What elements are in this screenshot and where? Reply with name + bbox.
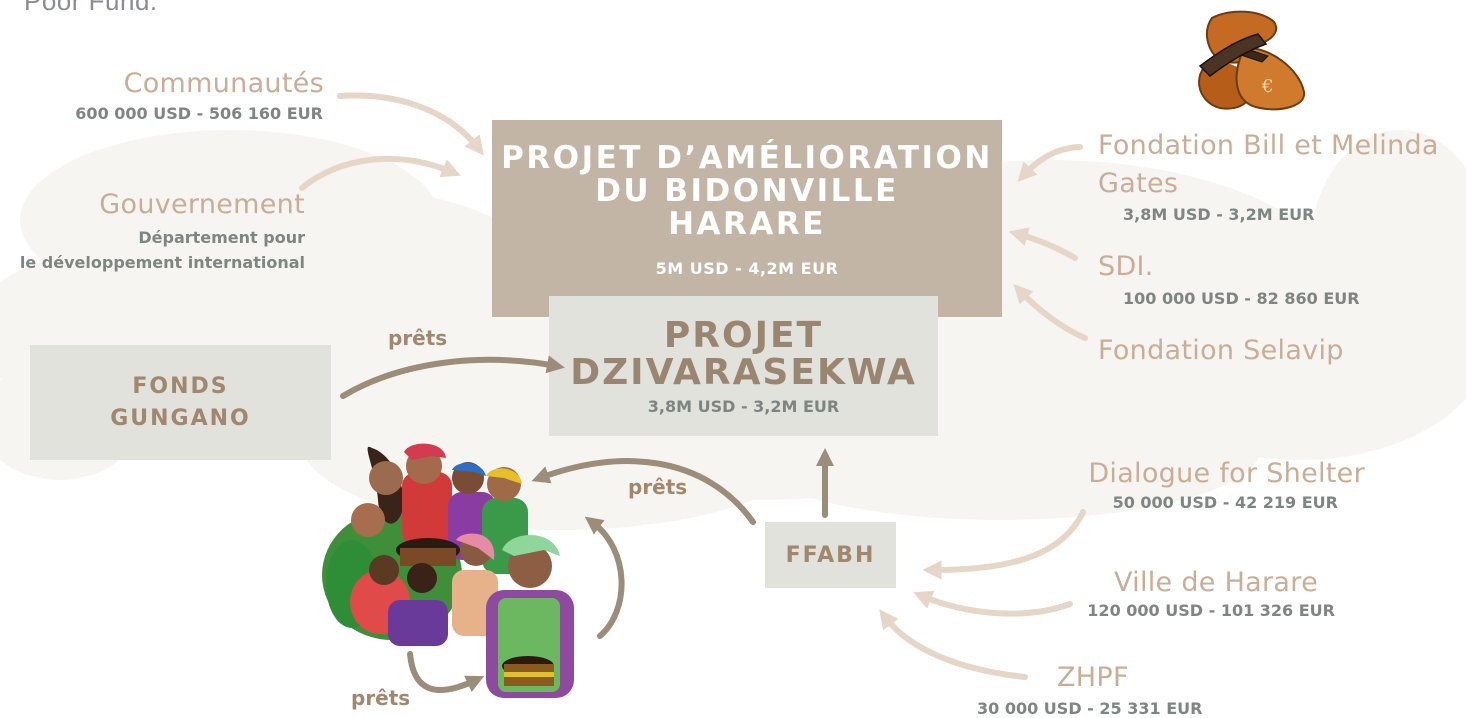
arrow-gungano-loan <box>340 355 565 399</box>
fonds-gungano-box: FONDS GUNGANO <box>30 345 331 460</box>
main-project-title-line2: DU BIDONVILLE <box>595 173 899 209</box>
source-sdi-title: SDI. <box>1098 251 1154 282</box>
arrow-gates <box>1017 144 1083 183</box>
source-gates-amount: 3,8M USD - 3,2M EUR <box>1123 205 1315 224</box>
source-gates-title-line2: Gates <box>1098 168 1179 199</box>
arrow-sdi <box>1008 227 1078 261</box>
arrow-dialogue <box>922 509 1086 580</box>
dzivarasekwa-amount: 3,8M USD - 3,2M EUR <box>647 396 840 416</box>
arrow-community-loan <box>407 651 485 694</box>
loan-label-gungano: prêts <box>388 326 448 350</box>
arrow-ffabh-loan <box>531 458 756 525</box>
source-gouvernement-sub1: Département pour <box>138 228 305 247</box>
source-gates-title-line1: Fondation Bill et Melinda <box>1098 130 1439 161</box>
source-selavip-title: Fondation Selavip <box>1098 335 1344 366</box>
main-project-amount: 5M USD - 4,2M EUR <box>655 259 839 278</box>
fonds-gungano-title: FONDS GUNGANO <box>110 371 251 435</box>
svg-text:€: € <box>1261 76 1273 97</box>
source-gouvernement-title: Gouvernement <box>99 189 305 220</box>
loan-label-ffabh: prêts <box>628 475 688 499</box>
arrow-communautes <box>337 92 484 156</box>
arrow-selavip <box>1013 284 1088 341</box>
arrow-harare <box>913 590 1073 617</box>
arrow-zhpf <box>879 609 1028 680</box>
fonds-gungano-line2: GUNGANO <box>110 405 251 431</box>
loan-label-community: prêts <box>351 686 411 710</box>
main-project-title-line1: PROJET D’AMÉLIORATION <box>501 140 993 176</box>
source-dialogue-amount: 50 000 USD - 42 219 EUR <box>1112 493 1338 512</box>
source-harare-title: Ville de Harare <box>1113 567 1318 598</box>
source-dialogue-title: Dialogue for Shelter <box>1088 458 1365 489</box>
arrow-gouvernement <box>299 155 461 191</box>
main-project-title-line3: HARARE <box>668 206 826 242</box>
arrow-community-cycle <box>584 516 625 639</box>
dzivarasekwa-title-line1: PROJET <box>663 314 824 356</box>
source-gouvernement-sub2: le développement international <box>19 253 305 272</box>
fonds-gungano-line1: FONDS <box>132 373 229 399</box>
ffabh-box: FFABH <box>765 522 896 588</box>
source-sdi-amount: 100 000 USD - 82 860 EUR <box>1123 289 1360 308</box>
dzivarasekwa-project-box: PROJET DZIVARASEKWA 3,8M USD - 3,2M EUR <box>549 296 938 436</box>
ffabh-title: FFABH <box>785 542 876 568</box>
main-project-box: PROJET D’AMÉLIORATION DU BIDONVILLE HARA… <box>492 120 1002 317</box>
header-partial-text: Poor Fund. <box>24 0 158 16</box>
source-communautes-title: Communautés <box>123 68 324 99</box>
source-zhpf-amount: 30 000 USD - 25 331 EUR <box>977 699 1203 718</box>
source-harare-amount: 120 000 USD - 101 326 EUR <box>1087 601 1335 620</box>
source-communautes-amount: 600 000 USD - 506 160 EUR <box>75 104 323 123</box>
main-project-title: PROJET D’AMÉLIORATION DU BIDONVILLE HARA… <box>501 142 993 241</box>
source-zhpf-title: ZHPF <box>1057 662 1129 693</box>
dzivarasekwa-title-line2: DZIVARASEKWA <box>570 351 917 393</box>
dzivarasekwa-title: PROJET DZIVARASEKWA <box>570 317 917 391</box>
